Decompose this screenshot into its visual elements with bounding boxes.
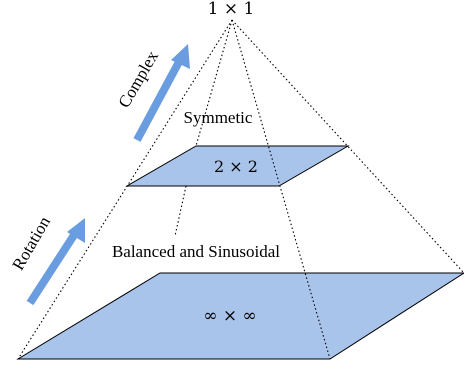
complex-arrowhead: [171, 44, 190, 69]
complex-arrow: [133, 58, 184, 142]
apex-label: 1 × 1: [208, 0, 255, 19]
edge-back-lower: [174, 185, 187, 237]
edge-back-upper: [195, 19, 233, 147]
edge-front: [231, 19, 331, 360]
pyramid-edges: [17, 19, 464, 360]
rotation-arrow: [26, 229, 80, 306]
bottom-plane: [16, 272, 464, 360]
edge-left: [17, 19, 233, 360]
middle-plane: [125, 145, 350, 187]
upper-region-label: Symmetic: [184, 108, 253, 127]
lower-region-label: Balanced and Sinusoidal: [112, 242, 280, 261]
rotation-arrow-label: Rotation: [8, 213, 54, 274]
bottom-plane-label: ∞ × ∞: [203, 306, 256, 326]
edge-right: [231, 19, 464, 274]
middle-plane-label: 2 × 2: [214, 157, 258, 176]
rotation-arrowhead: [67, 218, 85, 243]
